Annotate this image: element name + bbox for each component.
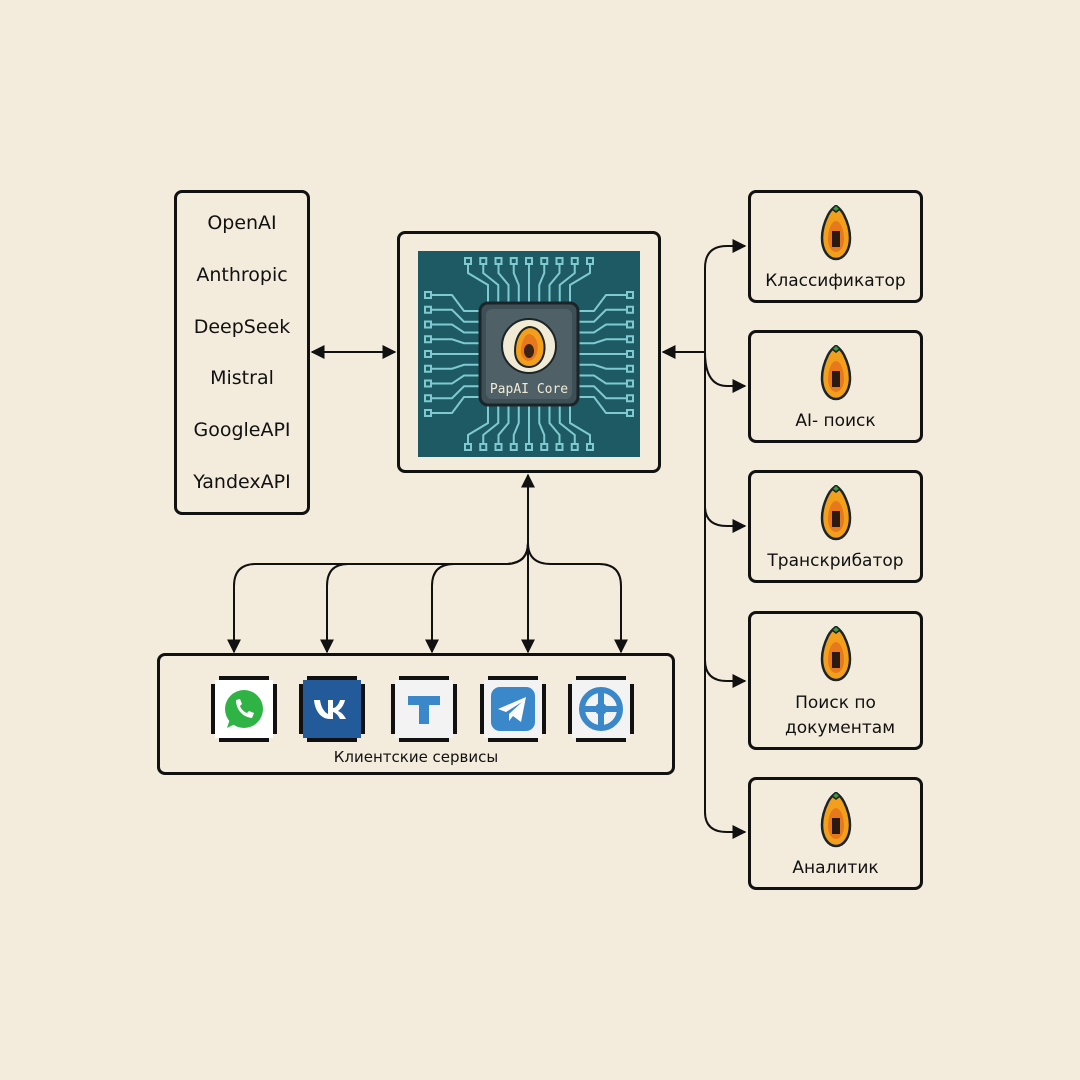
- module-label: Аналитик: [792, 858, 879, 878]
- module-ai-search: AI- поиск: [748, 330, 923, 443]
- provider-yandexapi: YandexAPI: [193, 471, 291, 494]
- papaya-icon: [820, 626, 851, 682]
- provider-googleapi: GoogleAPI: [193, 419, 291, 442]
- module-label: Транскрибатор: [767, 551, 904, 571]
- papaya-icon: [820, 345, 851, 401]
- branch-analyst: [704, 352, 747, 839]
- papaya-icon: [820, 792, 851, 848]
- chip-label: PapAI Core: [490, 382, 568, 397]
- t-icon: [391, 676, 457, 742]
- client-services-label: Клиентские сервисы: [333, 748, 499, 766]
- provider-anthropic: Anthropic: [196, 263, 288, 286]
- max-icon: [568, 676, 634, 742]
- papai-core-panel: PapAI Core: [397, 231, 661, 473]
- branch-classifier: [704, 239, 747, 352]
- provider-openai: OpenAI: [207, 211, 277, 234]
- module-label: Поиск по документам: [785, 693, 896, 738]
- branch-whatsapp: [227, 542, 529, 654]
- telegram-icon: [480, 676, 546, 742]
- papaya-icon: [820, 485, 851, 541]
- module-document-search: Поиск по документам: [748, 611, 923, 750]
- module-classifier: Классификатор: [748, 190, 923, 303]
- module-label: AI- поиск: [795, 411, 876, 431]
- branch-ai-search: [704, 351, 747, 393]
- provider-mistral: Mistral: [210, 367, 274, 390]
- provider-deepseek: DeepSeek: [193, 315, 291, 338]
- module-label: Классификатор: [765, 271, 906, 291]
- papaya-icon: [820, 205, 851, 261]
- branch-t: [425, 542, 529, 654]
- branch-doc-search: [704, 352, 747, 688]
- branch-max: [527, 542, 628, 654]
- module-analyst: Аналитик: [748, 777, 923, 890]
- vk-icon: [299, 676, 365, 742]
- client-services-panel: Клиентские сервисы: [157, 653, 675, 775]
- whatsapp-icon: [211, 676, 277, 742]
- module-transcriber: Транскрибатор: [748, 470, 923, 583]
- circuit-board-icon: PapAI Core: [418, 251, 640, 457]
- llm-providers-panel: OpenAI Anthropic DeepSeek Mistral Google…: [174, 190, 310, 515]
- branch-vk: [320, 542, 529, 654]
